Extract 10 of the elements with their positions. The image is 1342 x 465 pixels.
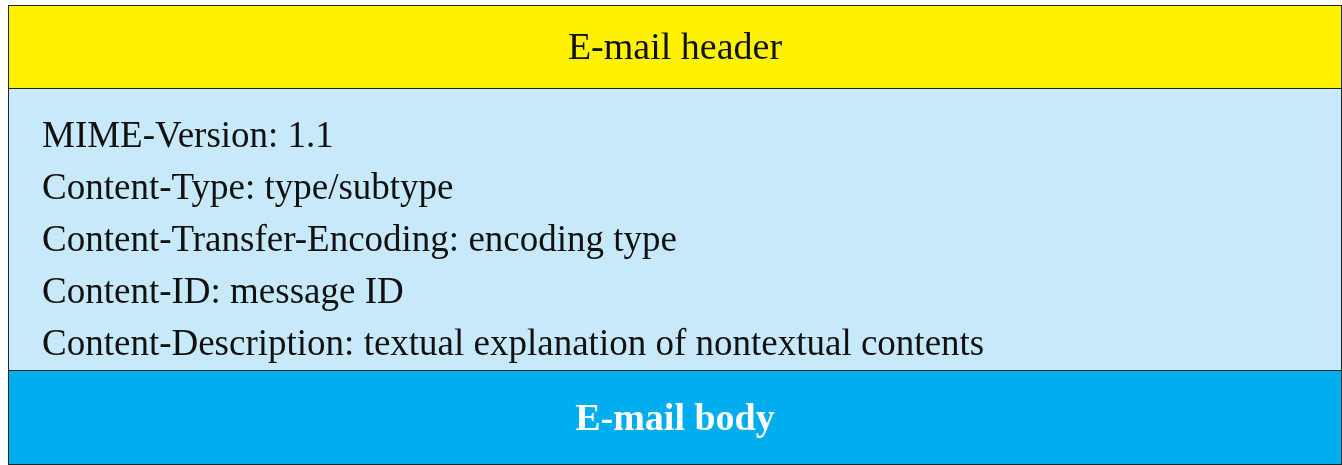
header-field-line: MIME-Version: 1.1: [42, 113, 334, 157]
header-field-line: Content-ID: message ID: [42, 269, 404, 313]
header-field-line: Content-Description: textual explanation of nontextual contents: [42, 321, 985, 365]
band-title: E-mail header: [567, 24, 783, 68]
band-panel: [8, 5, 1342, 89]
band-panel: [8, 370, 1342, 465]
band-title: E-mail body: [575, 395, 775, 439]
band-panel: [8, 88, 1342, 371]
header-field-line: Content-Type: type/subtype: [42, 165, 454, 209]
header-field-line: Content-Transfer-Encoding: encoding type: [42, 217, 677, 261]
